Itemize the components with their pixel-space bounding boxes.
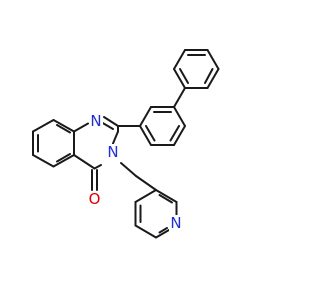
atom-o4: O [87, 190, 102, 208]
carbonyl-bond [91, 169, 98, 191]
bond [73, 122, 89, 133]
bond [173, 49, 186, 70]
bond [134, 224, 157, 239]
double-bond-inner [169, 125, 180, 142]
double-bond-inner [56, 124, 71, 134]
pyrimidinone-ring [73, 116, 119, 170]
double-bond-inner [179, 68, 189, 84]
bond [173, 125, 186, 146]
bond [112, 130, 119, 145]
double-bond-inner [56, 153, 71, 163]
double-bond-inner [158, 194, 173, 204]
pyridine-ring [134, 189, 178, 239]
atom-label-n-pyridine: N [170, 214, 181, 232]
bond [206, 49, 220, 70]
bond [52, 119, 75, 133]
bond [32, 119, 55, 133]
bond [73, 154, 96, 170]
phenylene-ring [117, 106, 186, 146]
bond [155, 229, 170, 239]
bond [135, 175, 157, 191]
bond [173, 87, 186, 108]
bond [173, 68, 186, 89]
methylene-linker [120, 162, 157, 191]
atom-label-n1: N [90, 112, 101, 130]
bond [52, 154, 75, 168]
bond [134, 189, 157, 203]
bond [103, 116, 119, 127]
bond [32, 154, 55, 168]
bond [173, 106, 186, 127]
bond [206, 68, 220, 89]
atom-n1: N [89, 112, 103, 130]
phenyl-ring [173, 49, 220, 108]
bond [120, 162, 137, 177]
molecule-canvas: N N O N [32, 49, 220, 239]
benzo-ring [32, 119, 75, 168]
atom-label-n3: N [107, 143, 118, 161]
bond [155, 189, 178, 203]
bond [139, 125, 152, 146]
structure-drawing: N N O N [32, 49, 220, 239]
double-bond-inner [145, 125, 156, 142]
atom-label-o4: O [89, 190, 101, 208]
double-bond-inner [204, 68, 214, 84]
atom-n-pyridine: N [169, 214, 183, 232]
double-bond-inner [158, 227, 168, 234]
bond [93, 164, 102, 170]
bond [139, 106, 152, 127]
atom-n3: N [106, 143, 120, 161]
